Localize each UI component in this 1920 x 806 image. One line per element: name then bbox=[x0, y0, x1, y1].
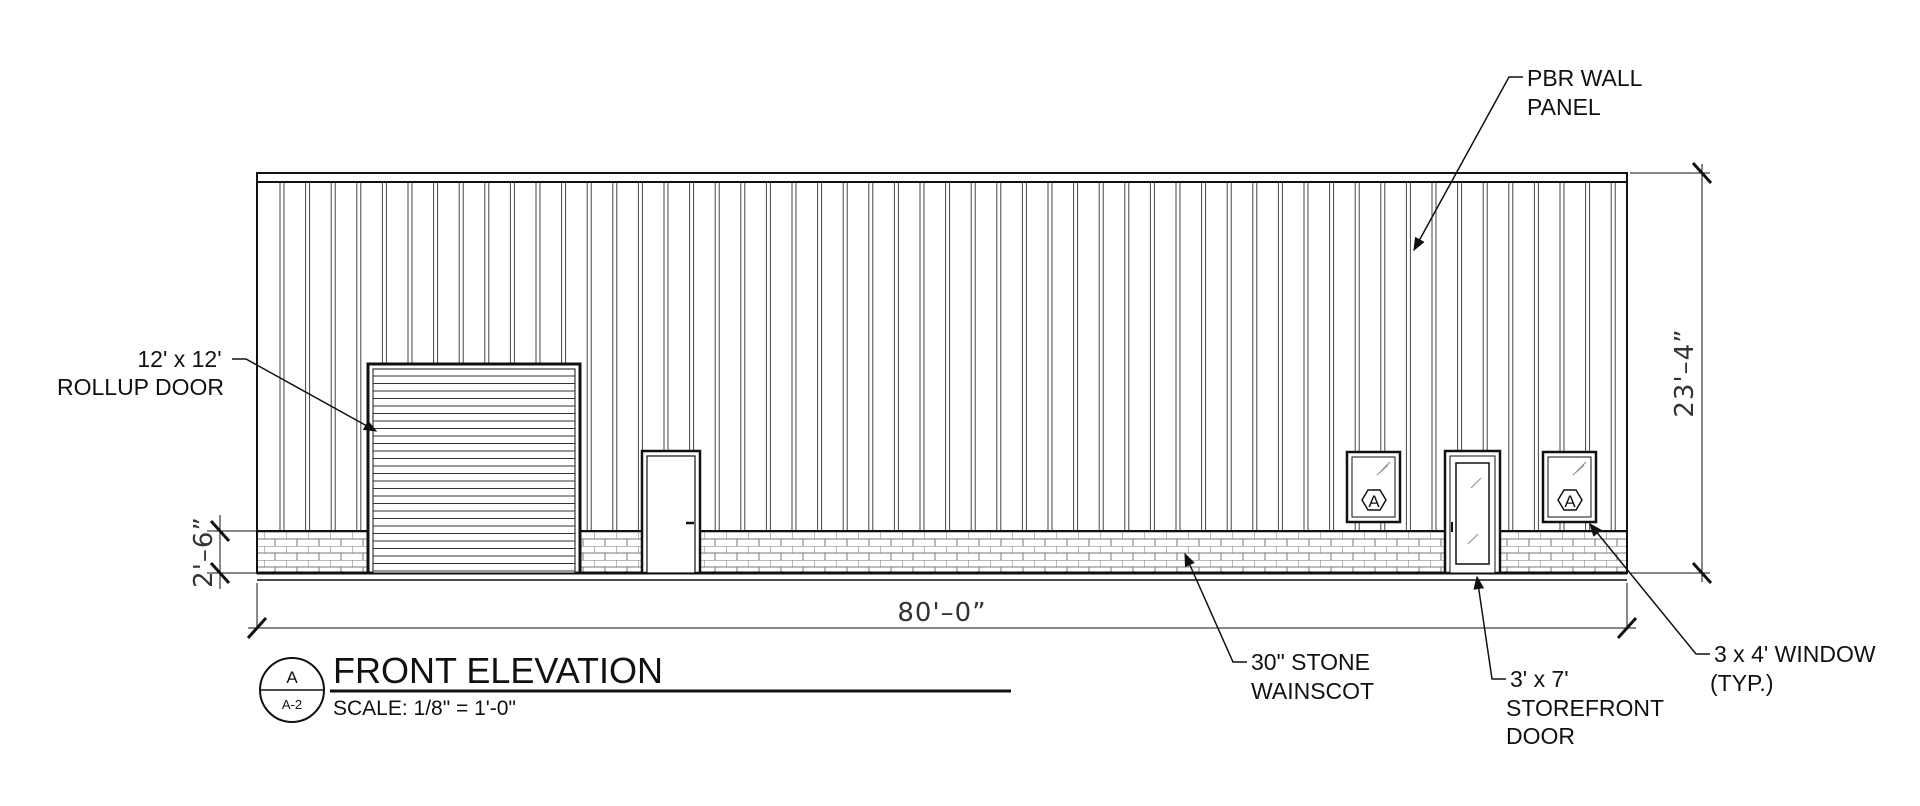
callout-storefront-door: 3' x 7' STOREFRONT DOOR bbox=[1506, 666, 1670, 749]
wainscot-height-label: 2'–6” bbox=[189, 516, 219, 588]
dimension-wainscot-height: 2'–6” bbox=[189, 515, 257, 589]
drawing-title: FRONT ELEVATION bbox=[333, 650, 663, 691]
dimension-overall-height: 23'–4” bbox=[1630, 161, 1713, 585]
window-right: A bbox=[1541, 450, 1598, 524]
callout-rollup-door: 12' x 12' ROLLUP DOOR bbox=[57, 346, 228, 400]
rollup-door-slats bbox=[373, 375, 575, 572]
man-door bbox=[640, 449, 702, 575]
window-tag-hexagon bbox=[1557, 489, 1583, 511]
drawing-scale: SCALE: 1/8" = 1'-0" bbox=[333, 697, 516, 720]
window-tag-label: A bbox=[1564, 492, 1576, 511]
section-bubble-top: A bbox=[286, 668, 298, 687]
overall-height-label: 23'–4” bbox=[1670, 328, 1700, 417]
roof-coping bbox=[256, 172, 1628, 183]
rollup-door bbox=[366, 362, 582, 575]
overall-width-label: 80'–0” bbox=[897, 598, 986, 628]
section-bubble-bottom: A-2 bbox=[282, 697, 302, 712]
leader-rollup-door bbox=[232, 358, 378, 432]
callout-window: 3 x 4' WINDOW (TYP.) bbox=[1710, 641, 1882, 696]
storefront-door bbox=[1443, 449, 1502, 575]
dimension-overall-width: 80'–0” bbox=[246, 583, 1638, 640]
window-tag-hexagon bbox=[1361, 489, 1387, 511]
leader-storefront-door bbox=[1473, 575, 1506, 680]
callout-wainscot: 30" STONE WAINSCOT bbox=[1251, 649, 1376, 704]
callout-wall-panel: PBR WALL PANEL bbox=[1527, 65, 1648, 120]
leader-wall-panel bbox=[1413, 76, 1523, 252]
leader-window bbox=[1589, 522, 1710, 655]
window-left: A bbox=[1345, 450, 1402, 524]
leader-wainscot bbox=[1184, 552, 1247, 663]
pbr-wall-panel-ribs bbox=[279, 183, 1616, 531]
window-tag-label: A bbox=[1368, 492, 1380, 511]
title-block: A A-2 FRONT ELEVATION SCALE: 1/8" = 1'-0… bbox=[259, 650, 1011, 723]
leader-lines bbox=[232, 76, 1710, 680]
